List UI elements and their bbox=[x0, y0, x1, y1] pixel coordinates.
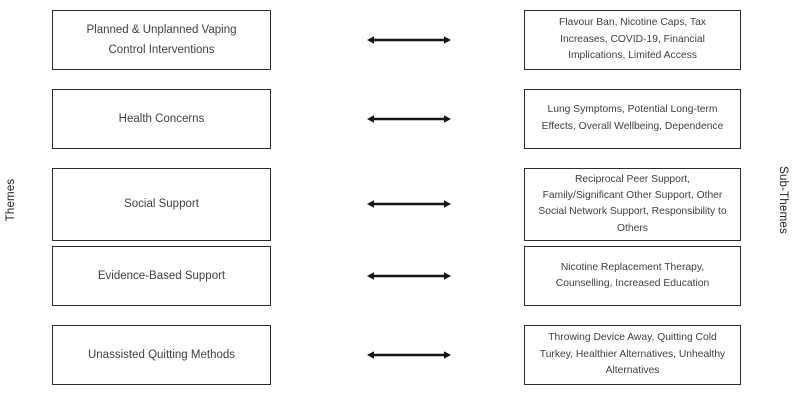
double-arrow-icon bbox=[366, 114, 451, 123]
theme-row: Planned & Unplanned Vaping Control Inter… bbox=[0, 10, 796, 70]
double-arrow-icon bbox=[366, 200, 451, 209]
double-arrow-icon bbox=[366, 272, 451, 281]
theme-box: Evidence-Based Support bbox=[52, 246, 271, 307]
theme-row: Evidence-Based Support Nicotine Replacem… bbox=[0, 246, 796, 307]
subtheme-label: Reciprocal Peer Support, Family/Signific… bbox=[538, 173, 727, 234]
arrow-cell bbox=[271, 168, 524, 242]
subtheme-box: Flavour Ban, Nicotine Caps, Tax Increase… bbox=[524, 10, 741, 70]
subtheme-label: Nicotine Replacement Therapy, Counsellin… bbox=[555, 261, 710, 290]
arrow-cell bbox=[271, 89, 524, 149]
theme-label: Evidence-Based Support bbox=[97, 270, 226, 283]
theme-label: Planned & Unplanned Vaping Control Inter… bbox=[86, 23, 237, 56]
theme-rows: Planned & Unplanned Vaping Control Inter… bbox=[0, 10, 796, 385]
theme-box: Health Concerns bbox=[52, 88, 271, 149]
subtheme-label: Lung Symptoms, Potential Long-term Effec… bbox=[541, 104, 724, 132]
double-arrow-icon bbox=[366, 351, 451, 359]
theme-row: Unassisted Quitting Methods Throwing Dev… bbox=[0, 325, 796, 385]
theme-label: Social Support bbox=[124, 198, 199, 211]
subtheme-box: Lung Symptoms, Potential Long-term Effec… bbox=[524, 88, 741, 149]
theme-box: Social Support bbox=[52, 167, 271, 242]
arrow-cell bbox=[271, 325, 524, 385]
theme-box: Planned & Unplanned Vaping Control Inter… bbox=[52, 10, 271, 70]
arrow-cell bbox=[271, 246, 524, 306]
theme-box: Unassisted Quitting Methods bbox=[52, 325, 271, 385]
theme-row: Social Support Reciprocal Peer Support, … bbox=[0, 167, 796, 242]
subtheme-box: Nicotine Replacement Therapy, Counsellin… bbox=[524, 246, 741, 307]
subtheme-box: Throwing Device Away, Quitting Cold Turk… bbox=[524, 325, 741, 385]
arrow-cell bbox=[271, 10, 524, 70]
subtheme-box: Reciprocal Peer Support, Family/Signific… bbox=[524, 167, 741, 242]
subtheme-label: Throwing Device Away, Quitting Cold Turk… bbox=[539, 332, 726, 377]
theme-row: Health Concerns Lung Symptoms, Potential… bbox=[0, 88, 796, 149]
subtheme-label: Flavour Ban, Nicotine Caps, Tax Increase… bbox=[559, 17, 706, 62]
theme-label: Health Concerns bbox=[118, 112, 205, 125]
subthemes-axis-label: Sub-Themes bbox=[777, 166, 789, 234]
double-arrow-icon bbox=[366, 36, 451, 44]
theme-label: Unassisted Quitting Methods bbox=[87, 348, 236, 361]
